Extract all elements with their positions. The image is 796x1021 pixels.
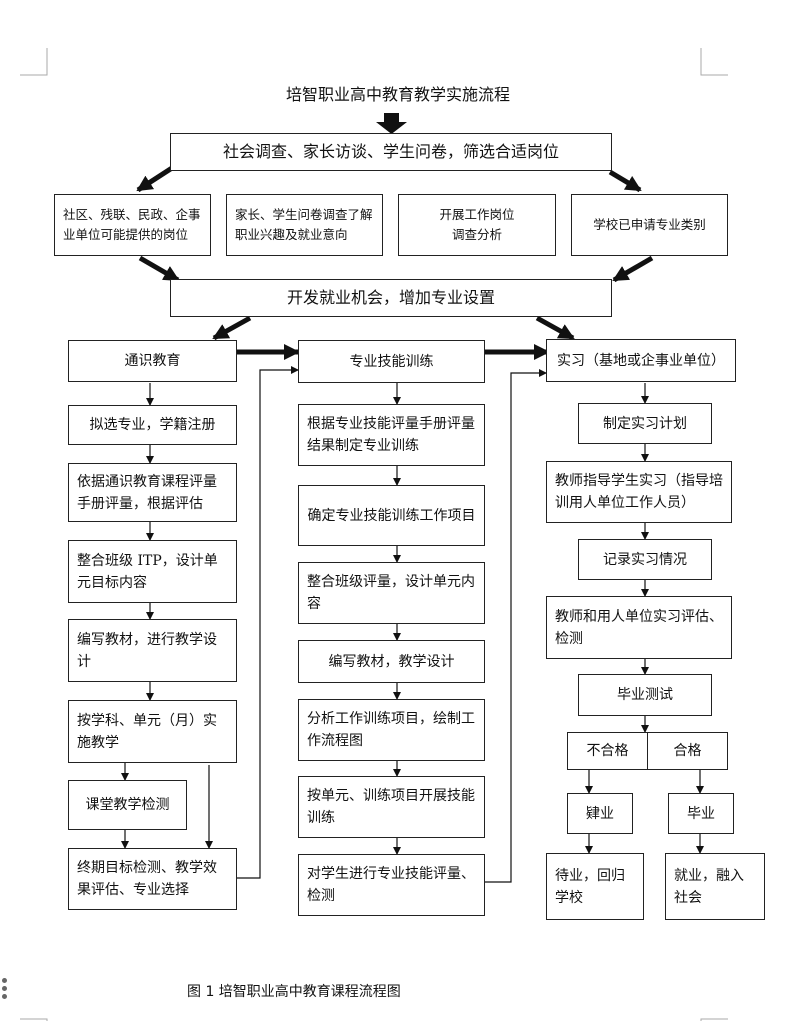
source-text-questionnaire: 家长、学生问卷调查了解职业兴趣及就业意向 bbox=[235, 207, 373, 242]
arrow-develop-col3 bbox=[535, 315, 575, 341]
col1-step-6: 课堂教学检测 bbox=[68, 780, 187, 830]
flowchart-title: 培智职业高中教育教学实施流程 bbox=[285, 85, 510, 104]
col1-step-4-text: 编写教材，进行教学设计 bbox=[77, 631, 217, 670]
survey-box: 社会调查、家长访谈、学生问卷，筛选合适岗位 bbox=[170, 133, 612, 171]
source-text-job-analysis: 开展工作岗位调查分析 bbox=[439, 207, 515, 242]
arrow-survey-left bbox=[136, 165, 174, 193]
col3-step-5: 毕业测试 bbox=[578, 674, 712, 716]
col3-step-2: 教师指导学生实习（指导培训用人单位工作人员） bbox=[546, 461, 732, 523]
col2-step-4: 编写教材，教学设计 bbox=[298, 640, 485, 683]
col2-header: 专业技能训练 bbox=[298, 340, 485, 383]
source-text-applied-majors: 学校已申请专业类别 bbox=[593, 217, 706, 232]
col3-step-3: 记录实习情况 bbox=[578, 539, 712, 580]
arrow-into-develop-left bbox=[138, 255, 180, 283]
source-box-questionnaire: 家长、学生问卷调查了解职业兴趣及就业意向 bbox=[226, 194, 383, 256]
col3-connectors bbox=[585, 383, 704, 854]
col2-step-7: 对学生进行专业技能评量、检测 bbox=[298, 854, 485, 916]
col3-step-2-text: 教师指导学生实习（指导培训用人单位工作人员） bbox=[555, 473, 723, 511]
col1-step-7: 终期目标检测、教学效果评估、专业选择 bbox=[68, 848, 237, 910]
col3-pass-end-text: 就业，融入社会 bbox=[674, 867, 744, 906]
top-block-arrow bbox=[376, 113, 407, 134]
figure-caption: 图 1 培智职业高中教育课程流程图 bbox=[187, 984, 401, 1000]
col1-step-1: 拟选专业，学籍注册 bbox=[68, 405, 237, 445]
col1-header: 通识教育 bbox=[68, 340, 237, 382]
col3-step-4: 教师和用人单位实习评估、检测 bbox=[546, 596, 732, 659]
col1-step-7-text: 终期目标检测、教学效果评估、专业选择 bbox=[77, 860, 217, 898]
source-box-job-analysis: 开展工作岗位调查分析 bbox=[398, 194, 556, 256]
col2-step-3-text: 整合班级评量，设计单元内容 bbox=[307, 574, 475, 612]
col3-step-1: 制定实习计划 bbox=[578, 403, 712, 444]
develop-box: 开发就业机会，增加专业设置 bbox=[170, 279, 612, 317]
source-text-community: 社区、残联、民政、企事业单位可能提供的岗位 bbox=[63, 207, 201, 242]
col1-step-3: 整合班级 ITP，设计单元目标内容 bbox=[68, 540, 237, 603]
col2-step-1: 根据专业技能评量手册评量结果制定专业训练 bbox=[298, 404, 485, 466]
col3-step-4-text: 教师和用人单位实习评估、检测 bbox=[555, 608, 723, 647]
arrow-into-develop-right bbox=[612, 255, 654, 283]
col2-step-6: 按单元、训练项目开展技能训练 bbox=[298, 776, 485, 838]
col2-step-7-text: 对学生进行专业技能评量、检测 bbox=[307, 866, 475, 904]
col2-step-5: 分析工作训练项目，绘制工作流程图 bbox=[298, 699, 485, 761]
col2-step-2-text: 确定专业技能训练工作项目 bbox=[307, 507, 476, 524]
source-box-applied-majors: 学校已申请专业类别 bbox=[571, 194, 728, 256]
col2-step-5-text: 分析工作训练项目，绘制工作流程图 bbox=[307, 711, 475, 749]
col3-header: 实习（基地或企事业单位） bbox=[546, 339, 736, 382]
drag-handle-icon[interactable] bbox=[2, 978, 8, 1002]
source-box-community: 社区、残联、民政、企事业单位可能提供的岗位 bbox=[54, 194, 211, 256]
col1-step-3-text: 整合班级 ITP，设计单元目标内容 bbox=[77, 552, 218, 591]
col1-step-2: 依据通识教育课程评量手册评量，根据评估 bbox=[68, 463, 237, 522]
col2-step-2: 确定专业技能训练工作项目 bbox=[298, 485, 485, 546]
col2-connectors bbox=[393, 369, 547, 883]
col3-fail-end: 待业，回归学校 bbox=[546, 853, 644, 920]
col3-pass-end: 就业，融入社会 bbox=[665, 853, 765, 920]
col2-step-3: 整合班级评量，设计单元内容 bbox=[298, 562, 485, 624]
col1-step-5: 按学科、单元（月）实施教学 bbox=[68, 700, 237, 763]
col1-step-4: 编写教材，进行教学设计 bbox=[68, 619, 237, 682]
col3-fail-end-text: 待业，回归学校 bbox=[555, 867, 625, 906]
col1-connectors bbox=[121, 366, 299, 879]
col2-step-1-text: 根据专业技能评量手册评量结果制定专业训练 bbox=[307, 416, 475, 454]
col3-fail-box: 不合格 bbox=[567, 732, 648, 770]
arrow-survey-right bbox=[608, 169, 642, 193]
col3-pass-box: 合格 bbox=[647, 732, 728, 770]
arrow-develop-col1 bbox=[212, 315, 252, 341]
col1-step-2-text: 依据通识教育课程评量手册评量，根据评估 bbox=[77, 473, 217, 512]
col3-pass-next: 毕业 bbox=[668, 793, 734, 834]
col2-step-6-text: 按单元、训练项目开展技能训练 bbox=[307, 788, 475, 826]
col1-step-5-text: 按学科、单元（月）实施教学 bbox=[77, 712, 217, 751]
col3-fail-next: 肄业 bbox=[567, 793, 633, 834]
